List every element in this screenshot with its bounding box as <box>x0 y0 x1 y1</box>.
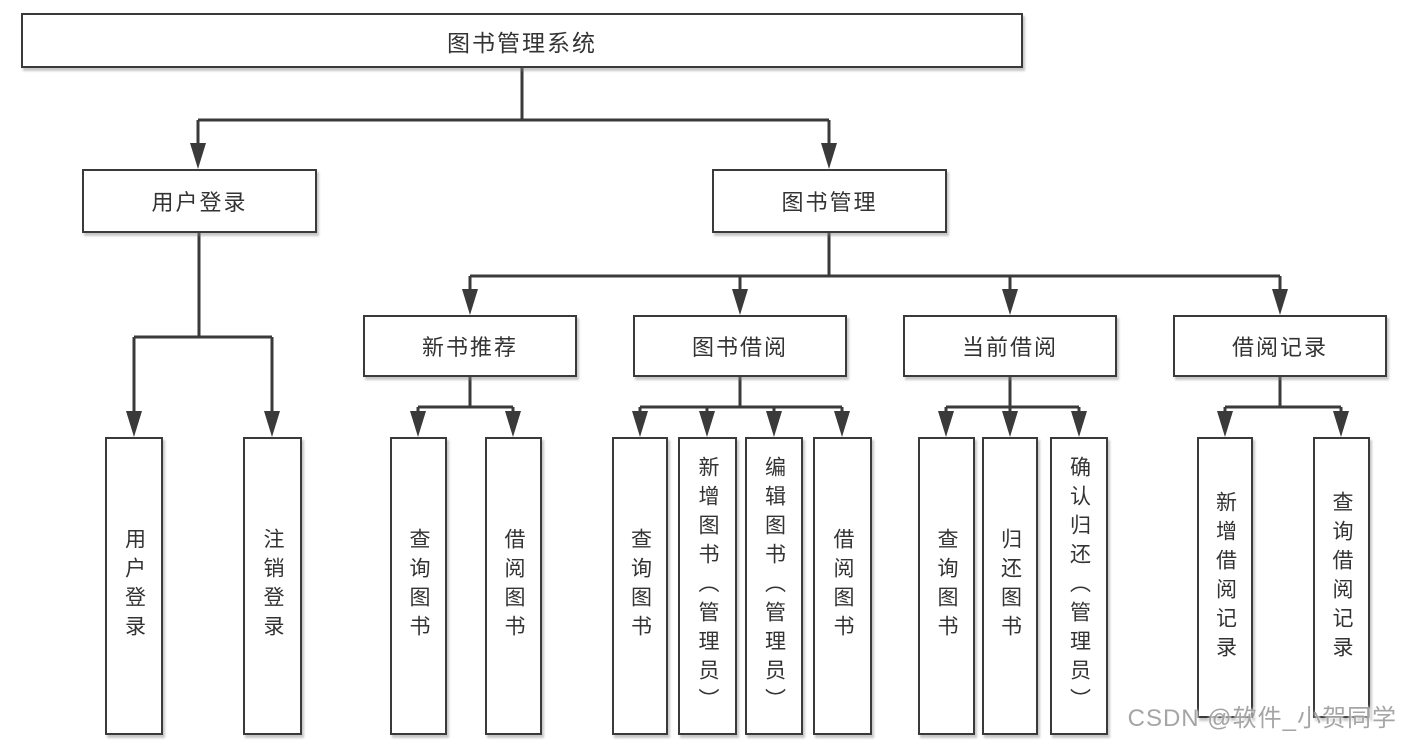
node-leaf-borrow-books-1: 借阅图书 <box>485 437 542 735</box>
node-book-management: 图书管理 <box>712 169 947 233</box>
node-leaf-query-borrow-record: 查询借阅记录 <box>1313 437 1370 718</box>
node-leaf-add-books-admin: 新增图书（管理员） <box>678 437 737 735</box>
node-leaf-query-books-2: 查询图书 <box>612 437 668 735</box>
node-user-login: 用户登录 <box>82 169 317 233</box>
node-leaf-edit-books-admin: 编辑图书（管理员） <box>745 437 803 735</box>
node-leaf-confirm-return-admin: 确认归还（管理员） <box>1050 437 1108 735</box>
node-leaf-query-books-3: 查询图书 <box>918 437 975 735</box>
node-library-management-system: 图书管理系统 <box>21 13 1023 68</box>
node-leaf-logout: 注销登录 <box>243 437 302 735</box>
node-leaf-return-books: 归还图书 <box>982 437 1038 735</box>
node-borrow-records: 借阅记录 <box>1173 315 1387 377</box>
node-leaf-query-books-1: 查询图书 <box>390 437 447 735</box>
node-leaf-borrow-books-2: 借阅图书 <box>813 437 872 735</box>
node-current-borrow: 当前借阅 <box>903 315 1117 377</box>
node-book-borrow: 图书借阅 <box>633 315 847 377</box>
node-leaf-user-login: 用户登录 <box>105 437 163 735</box>
node-new-book-recommend: 新书推荐 <box>363 315 577 377</box>
csdn-watermark: CSDN @软件_小贺同学 <box>1127 705 1397 732</box>
node-leaf-add-borrow-record: 新增借阅记录 <box>1197 437 1253 718</box>
